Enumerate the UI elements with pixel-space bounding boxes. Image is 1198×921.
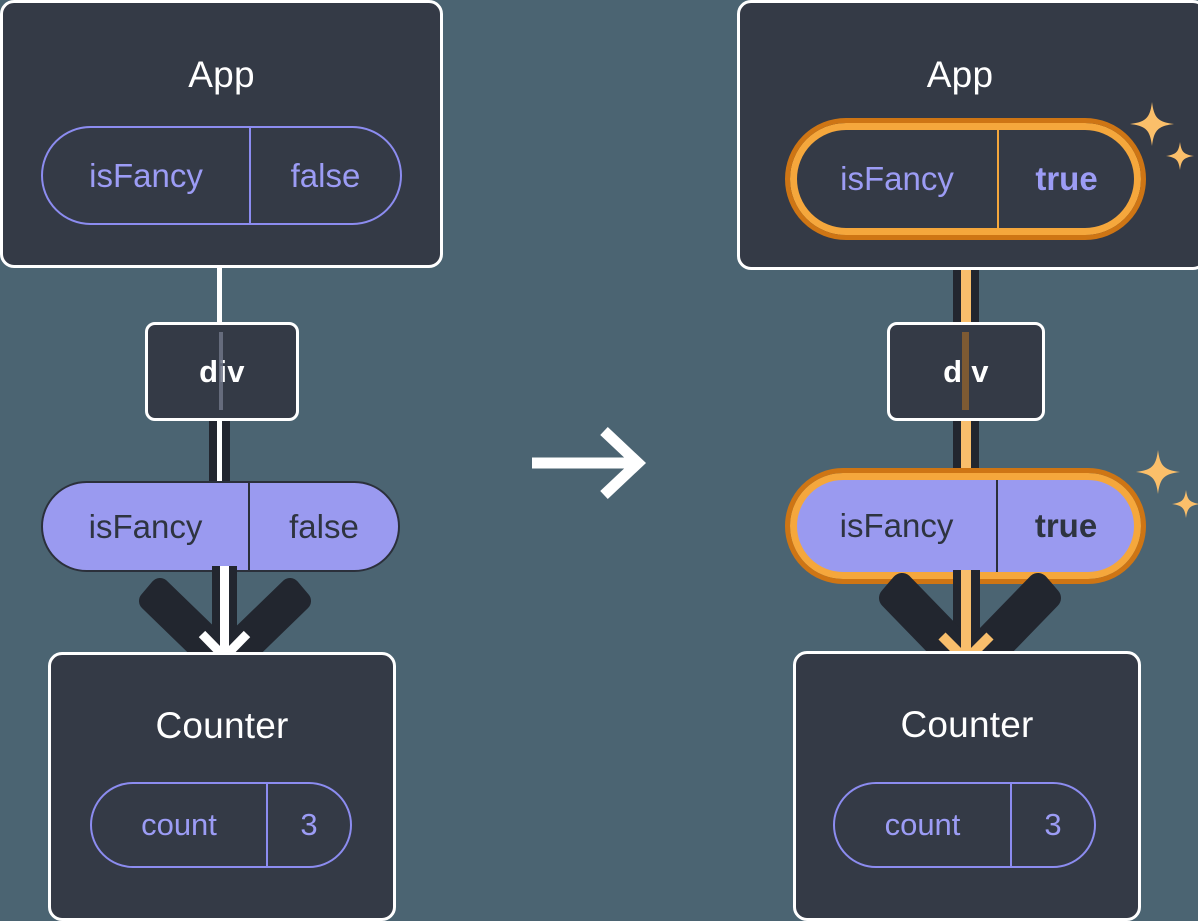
app-state-pill-name-left: isFancy bbox=[89, 156, 203, 194]
sparkle-icon-app-right bbox=[1126, 100, 1196, 182]
prop-pill-value-right: true bbox=[996, 480, 1134, 572]
app-state-pill-right: isFancy true bbox=[785, 118, 1146, 240]
connector-app-to-div-right-core bbox=[961, 220, 971, 330]
div-internal-stroke-left bbox=[219, 332, 223, 410]
connector-div-to-pill-left-core bbox=[217, 416, 222, 486]
counter-state-pill-right: count 3 bbox=[833, 782, 1096, 868]
prop-pill-value-left: false bbox=[248, 483, 398, 570]
prop-pill-name-right: isFancy bbox=[839, 507, 954, 544]
app-state-pill-value-right: true bbox=[997, 130, 1134, 228]
counter-state-pill-left: count 3 bbox=[90, 782, 352, 868]
prop-pill-name-left: isFancy bbox=[88, 507, 203, 545]
counter-title-right: Counter bbox=[900, 704, 1034, 745]
div-internal-stroke-right bbox=[962, 332, 969, 410]
counter-state-pill-value-right: 3 bbox=[1010, 784, 1094, 866]
counter-state-pill-value-left: 3 bbox=[266, 784, 350, 866]
counter-state-pill-name-left: count bbox=[141, 807, 217, 842]
connector-div-to-pill-right-core bbox=[961, 416, 971, 488]
app-state-pill-left: isFancy false bbox=[41, 126, 402, 225]
transition-arrow-icon bbox=[528, 425, 648, 501]
prop-pill-left: isFancy false bbox=[41, 481, 400, 572]
counter-state-pill-name-right: count bbox=[884, 807, 961, 842]
sparkle-icon-prop-right bbox=[1132, 448, 1198, 530]
connector-app-to-div-left bbox=[217, 266, 222, 326]
app-state-pill-value-left: false bbox=[249, 128, 400, 223]
app-title-right: App bbox=[926, 54, 994, 95]
app-title-left: App bbox=[188, 54, 255, 95]
prop-pill-right: isFancy true bbox=[785, 468, 1146, 584]
app-state-pill-name-right: isFancy bbox=[840, 160, 954, 197]
counter-title-left: Counter bbox=[155, 705, 289, 746]
